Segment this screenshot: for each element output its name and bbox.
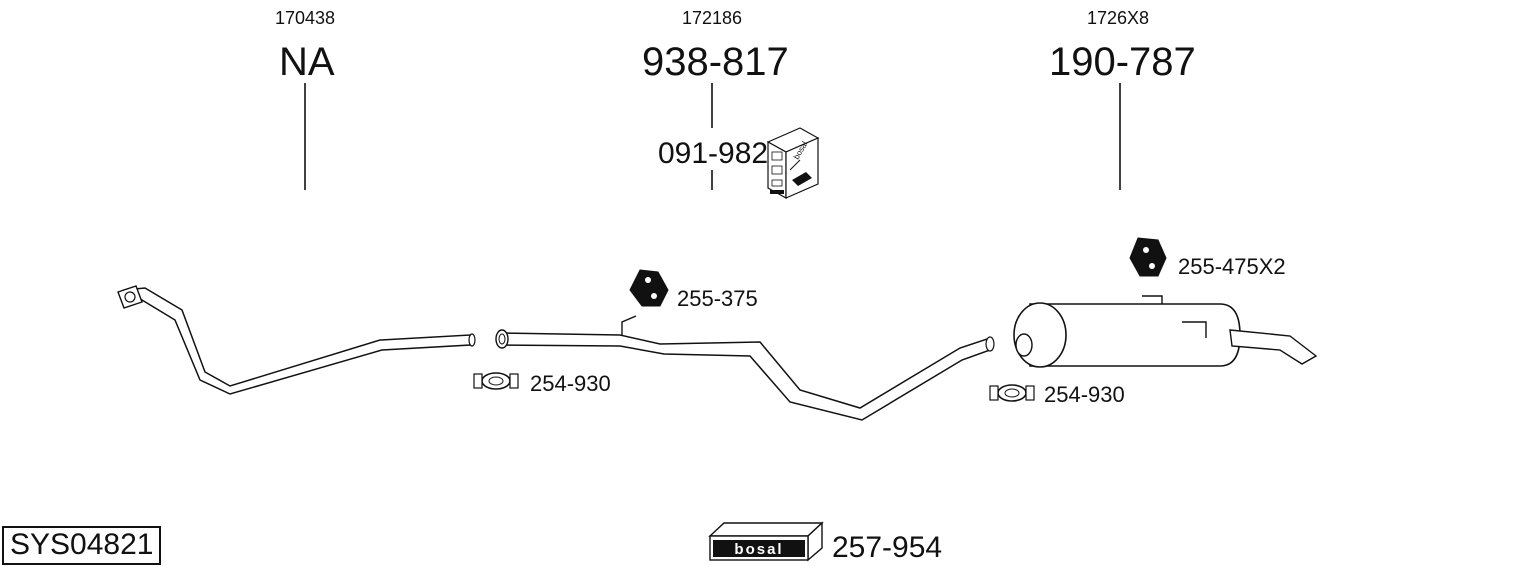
mount-rear-label[interactable]: 255-475X2 [1178,254,1286,279]
ref-col-3: 1726X8 [1087,8,1150,28]
part-col-1[interactable]: NA [279,40,335,84]
part-col-3[interactable]: 190-787 [1049,40,1196,84]
ref-col-1: 170438 [275,8,336,28]
mount-front-label[interactable]: 255-375 [677,286,758,311]
clamp-rear-label[interactable]: 254-930 [1044,382,1125,407]
clamp-rear-icon[interactable] [989,384,1035,402]
rubber-mount-rear-icon[interactable] [1129,237,1167,277]
assembly-paste-box-icon[interactable]: bosal [708,521,824,562]
kit-part-label[interactable]: 091-982 [658,137,769,170]
rubber-mount-front-icon[interactable] [629,269,669,307]
footer-part-label[interactable]: 257-954 [832,531,943,564]
clamp-front-icon[interactable] [473,372,519,390]
mounting-kit-box-icon[interactable]: bosal [766,127,820,200]
system-id-box: SYS04821 [2,526,162,565]
front-pipe[interactable] [117,285,476,395]
rear-silencer[interactable] [1013,295,1318,368]
ref-col-2: 172186 [682,8,743,28]
clamp-front-label[interactable]: 254-930 [530,371,611,396]
center-pipe[interactable] [495,315,995,421]
part-col-2[interactable]: 938-817 [642,40,789,84]
paste-box-brand: bosal [734,541,783,558]
